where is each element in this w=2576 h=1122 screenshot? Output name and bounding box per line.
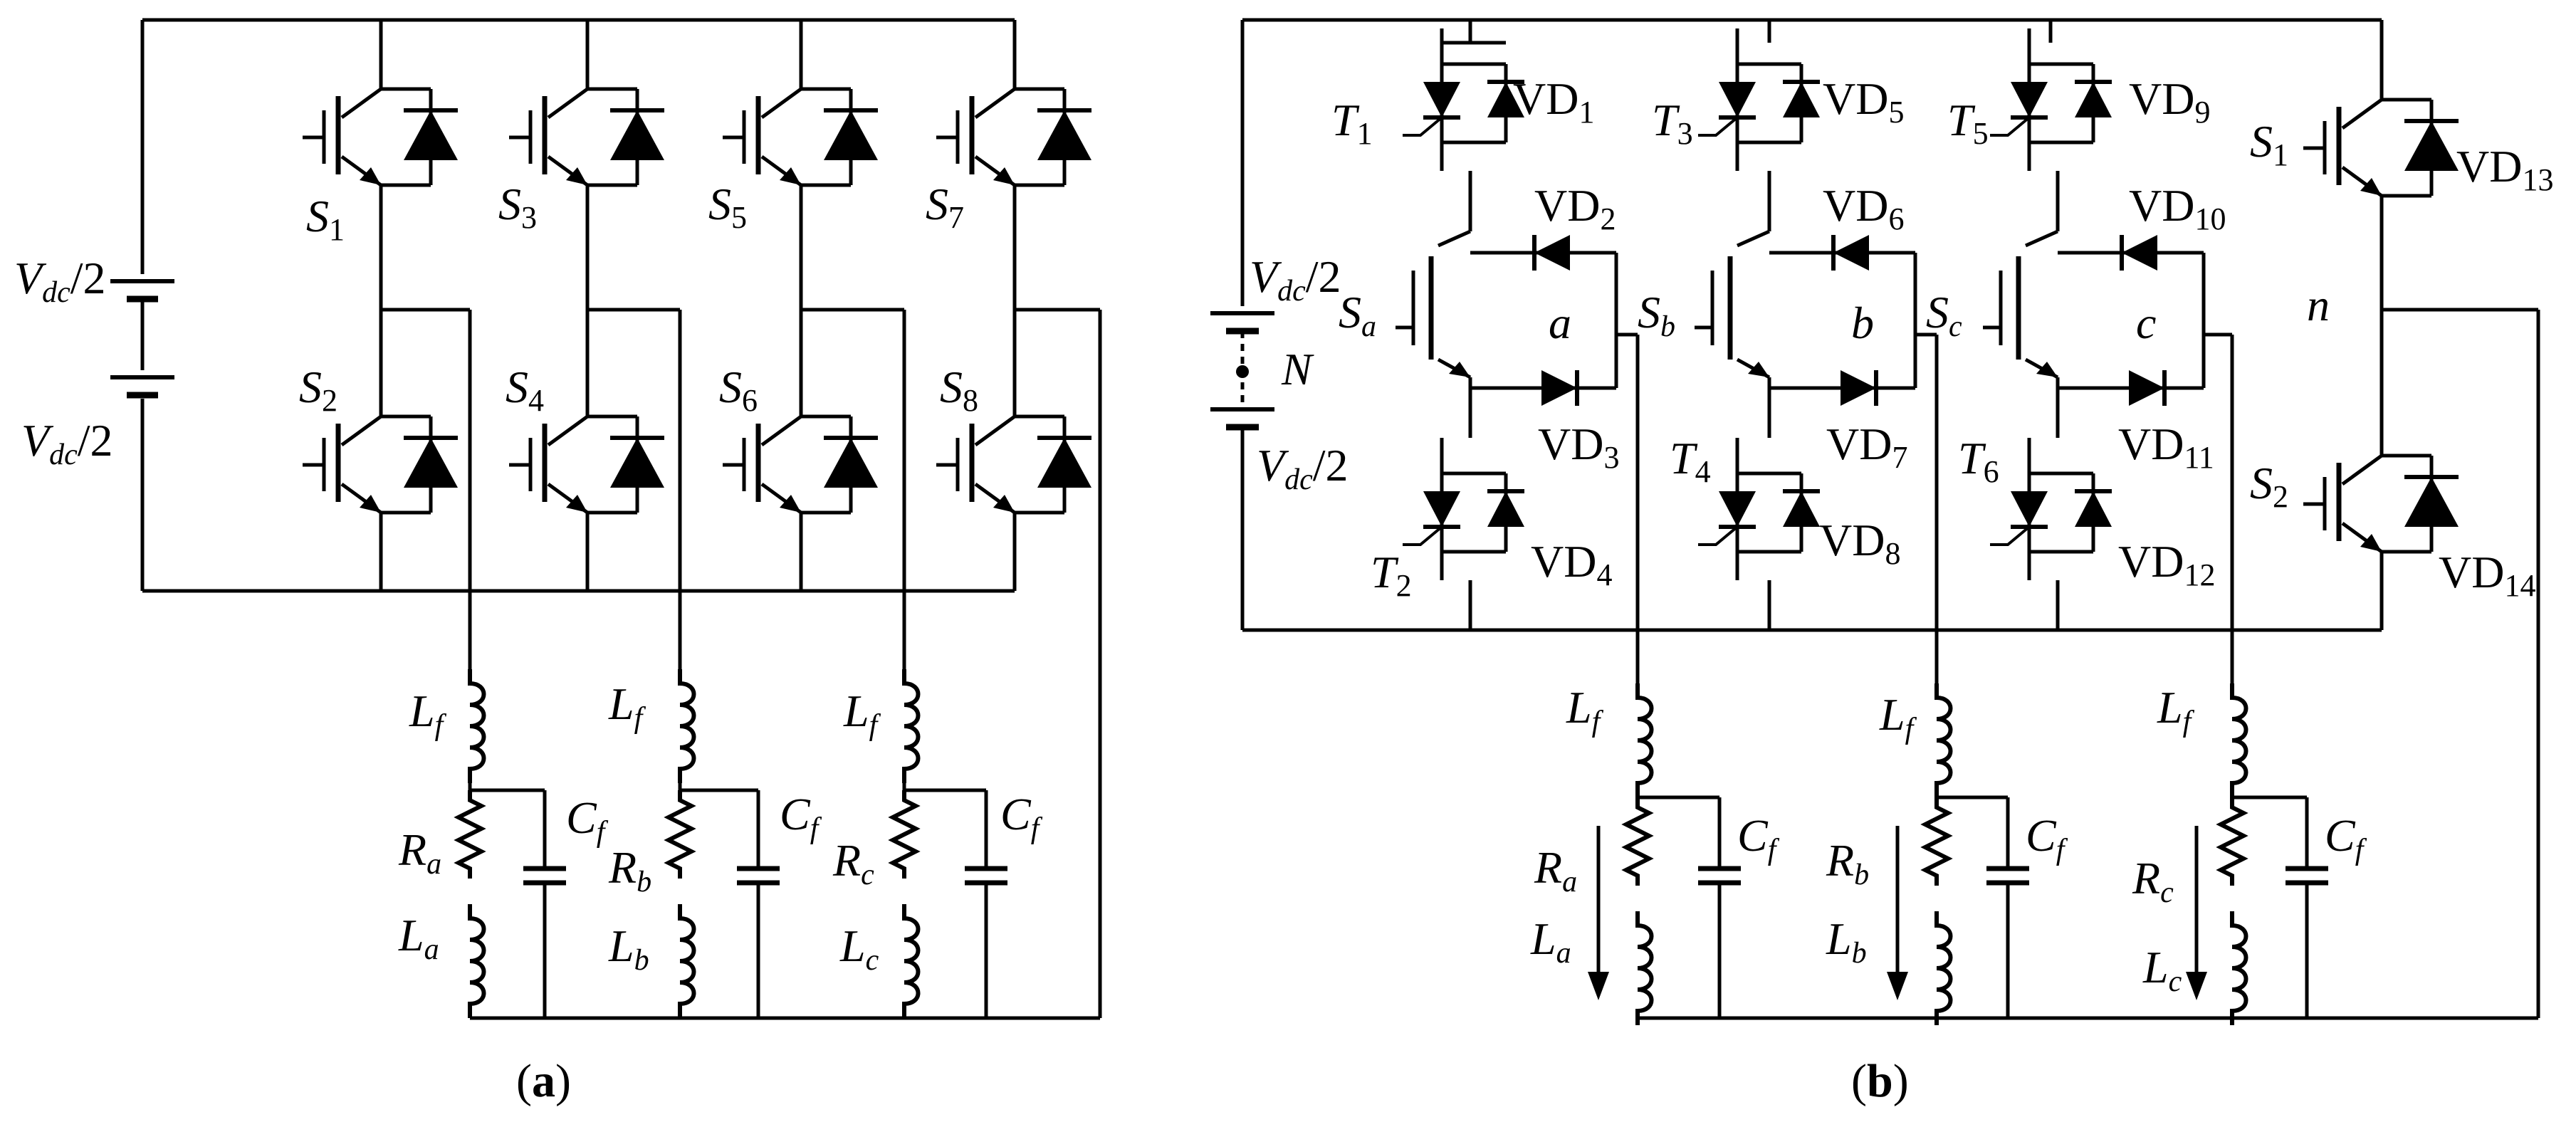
leg-3: [723, 20, 906, 669]
load-resistor-label: Rc: [2132, 853, 2174, 909]
load-inductor-label: La: [398, 910, 439, 966]
fourth-leg-switch-label: S1: [2250, 116, 2288, 172]
switch-label: S2: [299, 362, 337, 418]
diode-label: VD13: [2456, 141, 2553, 197]
thyristor-label: T4: [1670, 433, 1711, 489]
load-branch-b: [669, 669, 780, 1018]
load-branch-b-b: [1887, 683, 2029, 1025]
diode-label: VD6: [1823, 180, 1904, 236]
fourth-leg: [2303, 20, 2540, 1018]
load-inductor-label: Lc: [2142, 942, 2182, 998]
load-branch-a: [459, 669, 566, 1018]
load-inductor-label: Lb: [1826, 913, 1867, 970]
leg-4: [936, 20, 1102, 1018]
switch-label: S7: [926, 179, 964, 235]
filter-inductor-label: Lf: [1566, 682, 1604, 738]
figure-a: Vdc/2 Vdc/2 S1 S3 S5 S7 S2 S4 S6 S8 Lf L…: [14, 18, 1102, 1107]
caption-a: (a): [516, 1055, 571, 1107]
switch-label: S5: [708, 179, 747, 235]
load-branch-b-c: [2186, 683, 2328, 1025]
diode-label: VD11: [2118, 419, 2214, 475]
filter-capacitor-label: Cf: [2325, 810, 2367, 866]
diode-label: VD4: [1531, 536, 1612, 592]
phase-switch-label: Sa: [1339, 287, 1376, 343]
filter-capacitor-label: Cf: [780, 789, 822, 845]
switch-label: S3: [498, 179, 537, 235]
figure-b: Vdc/2 Vdc/2 N n T1 T3 T5 T2 T4 T6 VD1 VD…: [1210, 18, 2553, 1107]
neutral-label-N: N: [1281, 344, 1314, 394]
caption-b: (b): [1851, 1055, 1909, 1107]
thyristor-label: T5: [1947, 95, 1989, 151]
diode-label: VD2: [1534, 180, 1616, 236]
diode-label: VD1: [1513, 73, 1594, 130]
source-top-label-a: Vdc/2: [14, 253, 106, 309]
phase-leg-b: [1695, 20, 1939, 683]
diode-label: VD12: [2118, 536, 2215, 592]
load-inductor-label: La: [1530, 913, 1571, 970]
phase-label-c: c: [2136, 298, 2156, 348]
thyristor-label: T2: [1371, 547, 1412, 603]
load-branch-c: [893, 669, 1007, 1018]
switch-label: S4: [506, 362, 544, 418]
load-inductor-label: Lb: [608, 921, 649, 977]
leg-1: [303, 20, 472, 669]
neutral-point-label-n: n: [2307, 280, 2330, 330]
diode-label: VD3: [1538, 419, 1619, 475]
filter-capacitor-label: Cf: [1000, 789, 1043, 845]
phase-switch-label: Sb: [1638, 287, 1675, 343]
switch-label: S6: [719, 362, 758, 418]
filter-capacitor-label: Cf: [566, 792, 609, 849]
diode-label: VD14: [2439, 547, 2535, 603]
source-top-label-b: Vdc/2: [1250, 251, 1341, 308]
load-branch-b-a: [1588, 683, 1741, 1025]
load-inductor-label: Lc: [839, 921, 879, 977]
switch-label: S1: [306, 191, 345, 247]
diode-label: VD9: [2129, 73, 2210, 130]
filter-capacitor-label: Cf: [1737, 810, 1780, 866]
source-bottom-label-b: Vdc/2: [1257, 440, 1349, 496]
diode-label: VD5: [1823, 73, 1904, 130]
diode-label: VD8: [1819, 515, 1900, 571]
phase-leg-c: [1983, 20, 2234, 683]
filter-inductor-label: Lf: [409, 686, 447, 742]
load-resistor-label: Rb: [1826, 835, 1869, 891]
load-resistor-label: Rc: [832, 835, 874, 891]
diode-label: VD7: [1826, 419, 1907, 475]
filter-inductor-label: Lf: [608, 678, 646, 735]
filter-inductor-label: Lf: [2157, 682, 2195, 738]
diode-label: VD10: [2129, 180, 2226, 236]
phase-label-b: b: [1851, 298, 1874, 348]
phase-switch-label: Sc: [1926, 287, 1962, 343]
leg-2: [509, 20, 682, 669]
load-resistor-label: Ra: [1534, 842, 1577, 898]
fourth-leg-switch-label: S2: [2250, 458, 2288, 514]
thyristor-label: T1: [1331, 95, 1373, 151]
load-resistor-label: Ra: [398, 824, 441, 881]
switch-label: S8: [940, 362, 978, 418]
thyristor-label: T6: [1958, 433, 1999, 489]
load-resistor-label: Rb: [608, 842, 651, 898]
source-bottom-label-a: Vdc/2: [21, 415, 113, 471]
filter-inductor-label: Lf: [843, 686, 881, 742]
filter-capacitor-label: Cf: [2026, 810, 2068, 866]
thyristor-label: T3: [1652, 95, 1693, 151]
phase-leg-a: [1396, 20, 1640, 683]
filter-inductor-label: Lf: [1879, 689, 1917, 745]
phase-label-a: a: [1549, 298, 1571, 348]
